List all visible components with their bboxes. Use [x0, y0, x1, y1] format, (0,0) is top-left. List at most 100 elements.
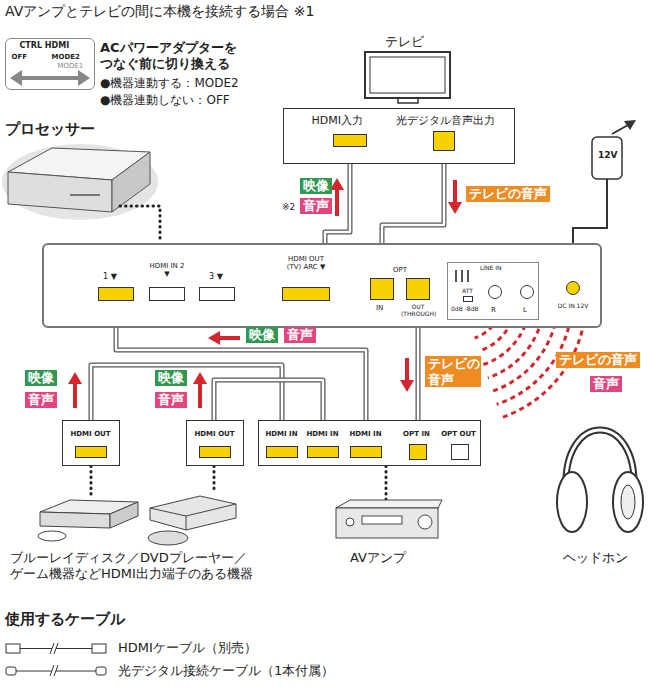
cable-outline: [116, 328, 366, 420]
callout-number: ※2: [282, 202, 295, 213]
port-jack: [75, 446, 107, 458]
port-label: HDMI入力: [312, 114, 363, 127]
device-name: ヘッドホン: [563, 550, 628, 566]
port-label: HDMI OUT: [190, 430, 240, 438]
cable-core: [417, 328, 420, 420]
part-label: 12V: [598, 150, 618, 161]
port-jack: [149, 287, 185, 301]
processor-figure: [2, 144, 158, 220]
port-jack: [488, 285, 502, 299]
switch-box: CTRL HDMI OFF MODE2MODE1: [5, 38, 95, 90]
port-label: L: [523, 306, 527, 314]
port-label: OPT IN: [399, 430, 435, 438]
cable-outline: [416, 328, 421, 420]
signal-tag: 音声: [590, 376, 622, 392]
note: ●機器連動しない：OFF: [100, 93, 230, 107]
signal-tag: 音声: [25, 392, 57, 408]
cable-core: [91, 365, 282, 420]
device-name: ブルーレイディスク／DVDプレーヤー／ ゲーム機器などHDMI出力端子のある機器: [10, 550, 310, 581]
wave-arc: [492, 324, 555, 391]
signal-tag: 映像: [246, 327, 278, 343]
cable: [382, 164, 444, 243]
port-label: HDMI IN: [346, 430, 386, 438]
port-label: MODE2: [52, 53, 80, 61]
port-label: DC IN 12V: [555, 302, 591, 309]
port-label: LINE IN: [480, 264, 502, 271]
legend-text: 光デジタル接続ケーブル（1本付属）: [118, 663, 334, 679]
port-jack: [409, 444, 427, 460]
port-jack: [463, 296, 473, 302]
amp-figure: [336, 500, 442, 538]
player-figure: [38, 500, 138, 541]
port-jack: [455, 270, 457, 282]
signal-tag: テレビの 音声: [425, 356, 481, 387]
port-jack: [199, 287, 235, 301]
port-label: IN: [376, 304, 383, 312]
port-label: HDMI IN: [262, 430, 302, 438]
port-jack: [520, 285, 534, 299]
port-label: OUT (THROUGH): [401, 303, 435, 317]
title: AVアンプとテレビの間に本機を接続する場合 ※1: [5, 3, 314, 20]
port-jack: [467, 270, 469, 282]
signal-tag: 映像: [300, 178, 332, 194]
port-label: OPT OUT: [440, 430, 478, 438]
cable: [418, 328, 419, 420]
game-figure: [148, 496, 236, 545]
port-label: MODE1: [58, 62, 84, 70]
wave-arc: [501, 331, 582, 418]
part-name: プロセッサー: [5, 120, 95, 138]
device-dotted-links: [91, 466, 386, 500]
cable: [214, 380, 323, 420]
amp-panel: HDMI INHDMI INHDMI INOPT INOPT OUT: [258, 420, 481, 466]
cable-outline: [382, 164, 444, 243]
port-label: HDMI OUT (TV) ARC ▼: [282, 255, 330, 272]
port-jack: [350, 446, 382, 458]
headphone-figure: [557, 430, 643, 532]
tv-figure: [365, 52, 450, 103]
port-jack: [199, 446, 231, 458]
note: ●機器連動する：MODE2: [100, 76, 239, 90]
port-label: R: [491, 306, 496, 314]
port-label: HDMI IN: [303, 430, 343, 438]
signal-tag: テレビの音声: [466, 186, 550, 202]
cable-core: [214, 380, 323, 420]
wave-arc: [488, 320, 542, 378]
cable-outline: [91, 365, 282, 420]
part-name: テレビ: [385, 34, 424, 50]
port-label: CTRL HDMI: [20, 41, 70, 51]
port-jack: [406, 278, 430, 300]
port-jack: [370, 278, 394, 300]
tv-panel: HDMI入力光デジタル音声出力: [283, 108, 515, 164]
signal-tag: 音声: [155, 392, 187, 408]
port-jack: [433, 131, 455, 151]
port-jack: [282, 287, 330, 301]
legend-heading: 使用するケーブル: [5, 610, 125, 628]
port-jack: [98, 287, 134, 301]
legend-samples: [6, 643, 106, 676]
cable-core: [382, 164, 444, 243]
dotted-link: [120, 206, 160, 238]
port-label: OFF: [12, 53, 28, 61]
port-label: 1 ▼: [103, 272, 117, 282]
game-port-box: HDMI OUT: [186, 420, 244, 466]
port-label: OPT: [393, 266, 407, 274]
legend-text: HDMIケーブル（別売）: [118, 640, 257, 656]
signal-tag: テレビの音声: [556, 352, 640, 368]
cable: [116, 328, 366, 420]
port-label: ATT: [462, 287, 473, 294]
main-unit: 1 ▼HDMI IN 2 ▼3 ▼HDMI OUT (TV) ARC ▼OPTI…: [42, 243, 602, 328]
cable: [91, 365, 282, 420]
port-label: HDMI OUT: [66, 430, 116, 438]
signal-tag: 音声: [300, 198, 332, 214]
signal-tag: 音声: [284, 327, 316, 343]
switch-arrow: [10, 70, 90, 86]
port-jack: [333, 134, 367, 147]
device-name: AVアンプ: [350, 550, 406, 566]
line-in-panel: LINE INATT0dB -8dBRL: [447, 262, 539, 320]
port-jack: [266, 446, 298, 458]
signal-tag: 映像: [155, 370, 187, 386]
port-label: 3 ▼: [209, 272, 223, 282]
note: ACパワーアダプターを つなぐ前に切り換える: [100, 40, 260, 71]
